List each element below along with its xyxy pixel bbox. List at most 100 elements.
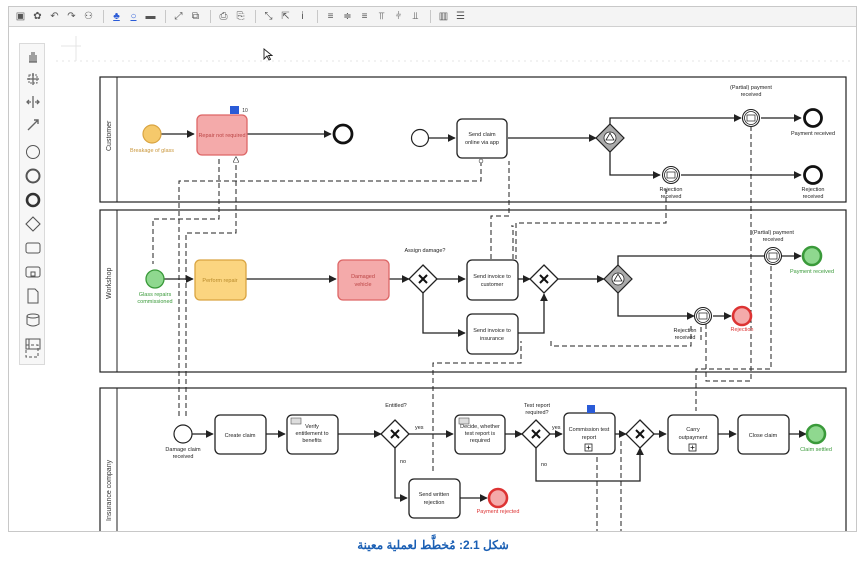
insurance-gateway-merge[interactable] <box>625 419 655 449</box>
toolbar-separator <box>165 10 166 23</box>
workshop-gateway-merge[interactable] <box>529 264 559 294</box>
pin-icon[interactable]: ⅰ <box>301 11 304 22</box>
align-bottom-icon[interactable]: ⫫ <box>412 11 419 22</box>
print-preview-icon[interactable]: ⎘ <box>236 11 245 22</box>
align-top-icon[interactable]: ⫪ <box>378 11 385 22</box>
customer-task2-label-1: Send claim <box>468 132 496 138</box>
align-left-icon[interactable]: ≡ <box>327 11 334 22</box>
toolbar: ▣ ✿ ↶ ↷ ⚇ ♣ ○ ▬ ⤢ ⧉ ⎙ ⎘ ⤡ ⇱ ⅰ ≡ ≑ ≡ ⫪ ⫩ … <box>9 7 856 27</box>
grid-icon[interactable]: ▥ <box>438 11 449 22</box>
customer-task1-badge: 10 <box>242 108 248 114</box>
workshop-partial-payment-event[interactable]: (Partial) payment received <box>752 230 794 266</box>
save-icon[interactable]: ▣ <box>15 11 26 22</box>
workshop-task-invoice-customer[interactable]: Send invoice to customer <box>466 259 519 301</box>
insurance-task-commission[interactable]: Commission test report <box>563 405 616 455</box>
workshop-partial-payment-label-1: (Partial) payment <box>752 230 794 236</box>
pool-tool-icon[interactable] <box>24 335 42 353</box>
insurance-task-verify[interactable]: Verify entitlement to benefits <box>286 414 339 455</box>
rows-icon[interactable]: ☰ <box>456 11 465 22</box>
workshop-rejection-label-1: Rejection <box>674 328 697 334</box>
insurance-gateway-test-report[interactable]: Test report required? yes no <box>521 403 561 468</box>
subprocess-tool-icon[interactable] <box>24 263 42 281</box>
create-claim-label: Create claim <box>225 433 256 439</box>
comment-icon[interactable]: ▬ <box>145 11 156 22</box>
workshop-partial-payment-label-2: received <box>763 237 784 243</box>
insurance-end-claim-settled[interactable]: Claim settled <box>800 423 832 453</box>
carry-label-2: outpayment <box>679 435 708 441</box>
distribute-icon[interactable]: ♣ <box>113 11 120 22</box>
task-type-icon <box>458 417 470 425</box>
hand-tool-icon[interactable] <box>24 47 42 65</box>
customer-rejection-event[interactable]: Rejection received <box>660 165 683 201</box>
insurance-task-close-claim[interactable]: Close claim <box>737 414 790 455</box>
customer-rejection-end-event[interactable]: Rejection received <box>802 165 825 201</box>
popout-icon[interactable]: ⇱ <box>281 11 290 22</box>
workshop-event-gateway[interactable] <box>603 264 633 294</box>
customer-lane-flows <box>161 114 802 179</box>
align-middle-icon[interactable]: ⫩ <box>395 11 402 22</box>
insurance-start-event[interactable]: Damage claim received <box>165 424 201 460</box>
envelope-icon <box>666 171 676 179</box>
tool-palette <box>19 43 45 365</box>
customer-payment-end-event[interactable]: Payment received <box>791 108 835 138</box>
task-tool-icon[interactable] <box>24 239 42 257</box>
start-event-tool-icon[interactable] <box>24 143 42 161</box>
intermediate-event-tool-icon[interactable] <box>24 167 42 185</box>
workshop-gateway-label: Assign damage? <box>405 248 446 254</box>
customer-start-event-2[interactable] <box>410 128 430 148</box>
customer-partial-payment-event[interactable]: (Partial) payment received <box>730 85 772 128</box>
workshop-gateway-assign-damage[interactable]: Assign damage? <box>405 248 446 294</box>
workshop-start-event[interactable]: Glass repairs commissioned <box>137 269 173 305</box>
customer-end-event-1[interactable] <box>332 123 354 145</box>
group-tool-icon[interactable] <box>23 342 41 360</box>
workshop-rejection-event[interactable]: Rejection received <box>674 306 713 342</box>
data-object-tool-icon[interactable] <box>24 287 42 305</box>
settings-icon[interactable]: ✿ <box>33 11 42 22</box>
insurance-gateway-entitled[interactable]: Entitled? yes no <box>380 403 424 465</box>
no-label-2: no <box>541 462 547 468</box>
insurance-task-carry-outpayment[interactable]: Carry outpayment <box>667 414 719 455</box>
customer-task-send-claim[interactable]: Send claim online via app <box>456 118 508 159</box>
entitled-label: Entitled? <box>385 403 406 409</box>
no-label-1: no <box>400 459 406 465</box>
toolbar-separator <box>103 10 104 23</box>
undo-icon[interactable]: ↶ <box>50 11 59 22</box>
insurance-end-payment-rejected[interactable]: Payment rejected <box>477 487 520 515</box>
lasso-icon[interactable]: ○ <box>130 11 137 22</box>
print-icon[interactable]: ⎙ <box>219 11 228 22</box>
gateway-tool-icon[interactable] <box>24 215 42 233</box>
redo-icon[interactable]: ↷ <box>67 11 76 22</box>
wrench-icon[interactable]: ⤡ <box>264 11 273 22</box>
workshop-task-invoice-insurance[interactable]: Send invoice to insurance <box>466 313 519 355</box>
connect-tool-icon[interactable] <box>24 116 42 134</box>
end-event-tool-icon[interactable] <box>24 191 42 209</box>
commission-label-1: Commission test <box>569 427 610 433</box>
workshop-payment-end-event[interactable]: Payment received <box>790 245 834 275</box>
customer-event-gateway[interactable] <box>595 123 625 153</box>
insurance-start-label-1: Damage claim <box>165 447 201 453</box>
customer-rejection-label-1: Rejection <box>660 187 683 193</box>
decide-label-1: Decide, whether <box>460 424 500 430</box>
align-right-icon[interactable]: ≡ <box>361 11 368 22</box>
task-marker-badge <box>230 106 239 114</box>
insurance-task-decide[interactable]: Decide, whether test report is required <box>454 414 506 455</box>
workshop-repair-label: Perform repair <box>202 278 237 284</box>
workshop-rejection-end-event[interactable]: Rejection <box>731 305 754 333</box>
workshop-task-perform-repair[interactable]: Perform repair <box>194 259 247 301</box>
insurance-task-create-claim[interactable]: Create claim <box>214 414 267 455</box>
data-store-tool-icon[interactable] <box>24 311 42 329</box>
customer-start-event[interactable]: Breakage of glass <box>130 124 174 154</box>
resize-icon[interactable]: ⧉ <box>191 11 200 22</box>
insurance-task-written-rejection[interactable]: Send written rejection <box>408 478 461 519</box>
share-icon[interactable]: ⚇ <box>84 11 93 22</box>
fullscreen-icon[interactable]: ⤢ <box>174 11 183 22</box>
workshop-lane-flows <box>164 252 802 337</box>
workshop-task-damaged-vehicle[interactable]: Damaged vehicle <box>337 259 390 301</box>
customer-task-repair-not-required[interactable]: Repair not required 10 <box>196 106 248 156</box>
yes-label-1: yes <box>415 425 424 431</box>
pool-insurance[interactable]: Insurance company <box>99 387 847 532</box>
customer-start-label: Breakage of glass <box>130 148 174 154</box>
align-center-icon[interactable]: ≑ <box>343 11 352 22</box>
space-tool-icon[interactable] <box>24 93 42 111</box>
lasso-tool-icon[interactable] <box>24 70 42 88</box>
